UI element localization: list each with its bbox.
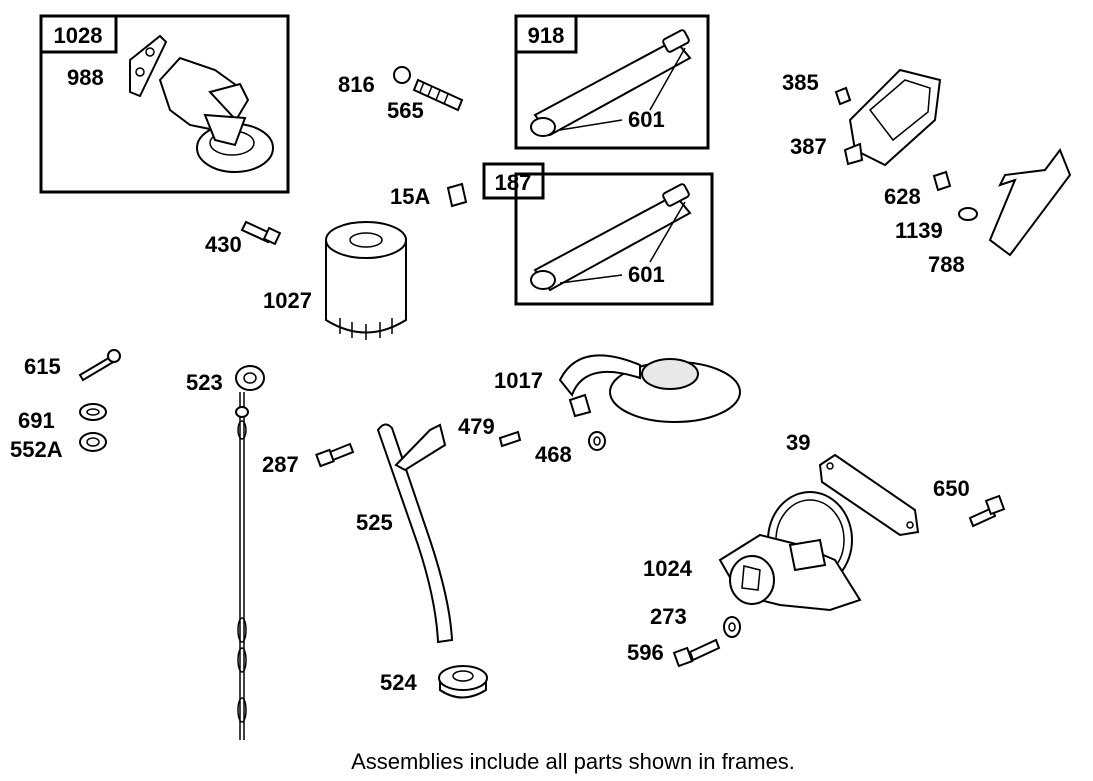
label-628: 628 [884,184,921,209]
part-1017-pickup [558,354,741,423]
part-273-washer [723,616,741,638]
part-601-hose-b [530,183,692,292]
part-524-plug [438,665,488,699]
label-988: 988 [67,65,104,90]
frame-label-187: 187 [495,170,532,195]
label-387: 387 [790,134,827,159]
label-523: 523 [186,370,223,395]
label-1024: 1024 [643,556,693,581]
label-525: 525 [356,510,393,535]
label-479: 479 [458,414,495,439]
label-273: 273 [650,604,687,629]
label-39: 39 [786,430,810,455]
part-15A-plug [446,182,468,208]
label-691: 691 [18,408,55,433]
label-650: 650 [933,476,970,501]
part-1024-oil-pump [718,491,862,612]
label-1017: 1017 [494,368,543,393]
part-1139-washer [958,207,978,221]
label-615: 615 [24,354,61,379]
part-601-hose-a [530,29,692,137]
part-385-screw [834,86,852,106]
part-650-bolt [968,494,1006,528]
part-1027-oil-filter [325,221,407,340]
assemblies-caption: Assemblies include all parts shown in fr… [351,749,795,774]
label-565: 565 [387,98,424,123]
part-523-dipstick [235,365,265,740]
label-15A: 15A [390,184,430,209]
label-1027: 1027 [263,288,312,313]
label-385: 385 [782,70,819,95]
part-387-fuel-pump [843,68,942,167]
part-39-gasket [818,453,920,537]
frame-label-1028: 1028 [54,23,103,48]
frame-label-918: 918 [528,23,565,48]
label-552A: 552A [10,437,63,462]
label-596: 596 [627,640,664,665]
label-468: 468 [535,442,572,467]
part-615-pin [78,349,121,382]
part-596-bolt [672,638,721,668]
label-287: 287 [262,452,299,477]
frame-1028: 1028 [39,14,290,194]
part-788-bracket [988,147,1072,257]
part-628-screw [932,170,952,192]
label-601-a: 601 [628,107,665,132]
label-788: 788 [928,252,965,277]
part-468-washer [588,431,606,451]
part-287-bolt [315,442,355,468]
label-816: 816 [338,72,375,97]
label-601-b: 601 [628,262,665,287]
label-1139: 1139 [895,218,943,243]
part-691-washer [79,403,107,421]
part-430-bolt [240,220,282,246]
part-565-fitting [412,78,464,112]
frame-918: 918 [514,14,710,150]
part-1028-adapter [158,56,274,173]
frame-187: 187 [482,162,714,306]
part-525-tube [376,423,454,644]
part-479-screw [498,430,522,448]
part-552A-seal [79,432,107,452]
label-524: 524 [380,670,417,695]
label-430: 430 [205,232,242,257]
part-988-gasket [129,34,168,98]
part-816-washer [393,66,411,84]
